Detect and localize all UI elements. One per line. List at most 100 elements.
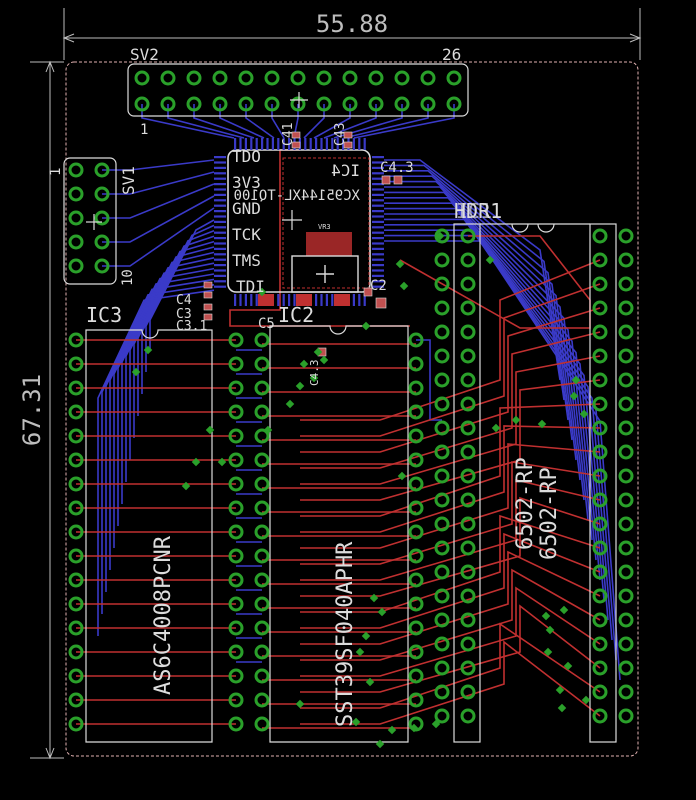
hdr1-pad-ring (618, 348, 634, 364)
cpld-pin (234, 138, 237, 150)
cpld-pin (320, 294, 323, 306)
trace (300, 622, 601, 709)
sv1-pad-ring (94, 162, 110, 178)
cpld-pin (372, 285, 384, 288)
hdr1-pad-ring (460, 348, 476, 364)
sv1-pad-ring (94, 186, 110, 202)
hdr1-pad (460, 348, 476, 364)
trace (117, 262, 215, 526)
cpld-pin (214, 177, 226, 180)
trace (300, 425, 601, 533)
hdr1-pad (434, 252, 450, 268)
hdr1-pad-ring (592, 348, 608, 364)
hdr1-pad-ring (592, 492, 608, 508)
hdr1-pad (460, 324, 476, 340)
ic2-pad-ring (254, 380, 270, 396)
cpld-pin (304, 138, 307, 150)
ic3-pad (68, 572, 84, 588)
c41-label: C41 (281, 123, 296, 146)
trace (300, 550, 601, 645)
cpld-pin (214, 253, 226, 256)
sv1-pad (94, 234, 110, 250)
ic3-pad-ring (68, 476, 84, 492)
ic3-pad (68, 668, 84, 684)
sv1-header-outline (63, 157, 117, 285)
ic3-pad (228, 380, 244, 396)
hdr1-pad-ring (618, 564, 634, 580)
via (569, 391, 579, 401)
hdr1-pad-ring (618, 324, 634, 340)
hdr1-pad-ring (592, 228, 608, 244)
sv1-pad (68, 258, 84, 274)
sv1-label: SV1 (119, 166, 138, 195)
sv2-pad-ring (238, 70, 254, 86)
via (313, 347, 323, 357)
ic3-pad-ring (228, 716, 244, 732)
cpld-pin (363, 138, 366, 150)
jtag-label-tdo: TDO (232, 147, 261, 166)
hdr1-pad (592, 252, 608, 268)
cpld-pin (214, 210, 226, 213)
hdr1-pad (618, 372, 634, 388)
sv2-pad-ring (160, 70, 176, 86)
ic2-pad-ring (408, 428, 424, 444)
trace (300, 443, 601, 549)
via (217, 457, 227, 467)
cpld-pin (372, 242, 384, 245)
ic2-pad-ring (254, 644, 270, 660)
hdr1-pad (460, 588, 476, 604)
sv2-pad (212, 70, 228, 86)
hdr1-pad (434, 684, 450, 700)
via (351, 717, 361, 727)
hdr1-pad-ring (460, 228, 476, 244)
ic3-pad-ring (228, 500, 244, 516)
ic3-pad-ring (228, 380, 244, 396)
hdr1-pad-ring (592, 516, 608, 532)
trace (102, 183, 215, 219)
sv2-pad-ring (394, 70, 410, 86)
trace (384, 197, 589, 521)
cpld-pin (214, 237, 226, 240)
ic4-label: IC4 (331, 161, 360, 180)
sv2-pin-first: 1 (140, 122, 148, 138)
cpld-pin (315, 138, 318, 150)
sv2-pad (264, 70, 280, 86)
via (579, 409, 589, 419)
hdr1-pad-ring (618, 492, 634, 508)
hdr1-pad (434, 636, 450, 652)
cpld-pin (234, 294, 237, 306)
hdr1-pad-ring (592, 372, 608, 388)
via (387, 725, 397, 735)
ic2-part-label: SST39SF040APHR (333, 541, 358, 727)
ic3-pad-ring (68, 644, 84, 660)
hdr1-pad (618, 708, 634, 724)
cpld-pin (214, 258, 226, 261)
cpld-pin (244, 138, 247, 150)
cpld-pin (372, 172, 384, 175)
hdr1-pad (592, 324, 608, 340)
sv2-pad-ring (446, 70, 462, 86)
ic3-pad-ring (68, 356, 84, 372)
cpld-pin (214, 199, 226, 202)
hdr1-pad-ring (460, 396, 476, 412)
ic2-pad (254, 716, 270, 732)
hdr1-pad (460, 492, 476, 508)
via (409, 723, 419, 733)
ic2-pad (408, 428, 424, 444)
ic3-pad (68, 476, 84, 492)
cpld-pin (214, 172, 226, 175)
hdr1-pad (592, 612, 608, 628)
cpld-pin (239, 138, 242, 150)
ic2-pad-ring (408, 572, 424, 588)
board-outline (65, 61, 639, 757)
cpld-pin (214, 204, 226, 207)
hdr1-pad (592, 540, 608, 556)
sv2-pad-ring (368, 96, 384, 112)
sv2-pad (316, 70, 332, 86)
ic2-pad-ring (408, 524, 424, 540)
via (399, 281, 409, 291)
hdr1-pad (618, 420, 634, 436)
sv2-pad (420, 70, 436, 86)
sv1-pin-last: 10 (120, 269, 136, 286)
hdr1-pad-ring (592, 252, 608, 268)
